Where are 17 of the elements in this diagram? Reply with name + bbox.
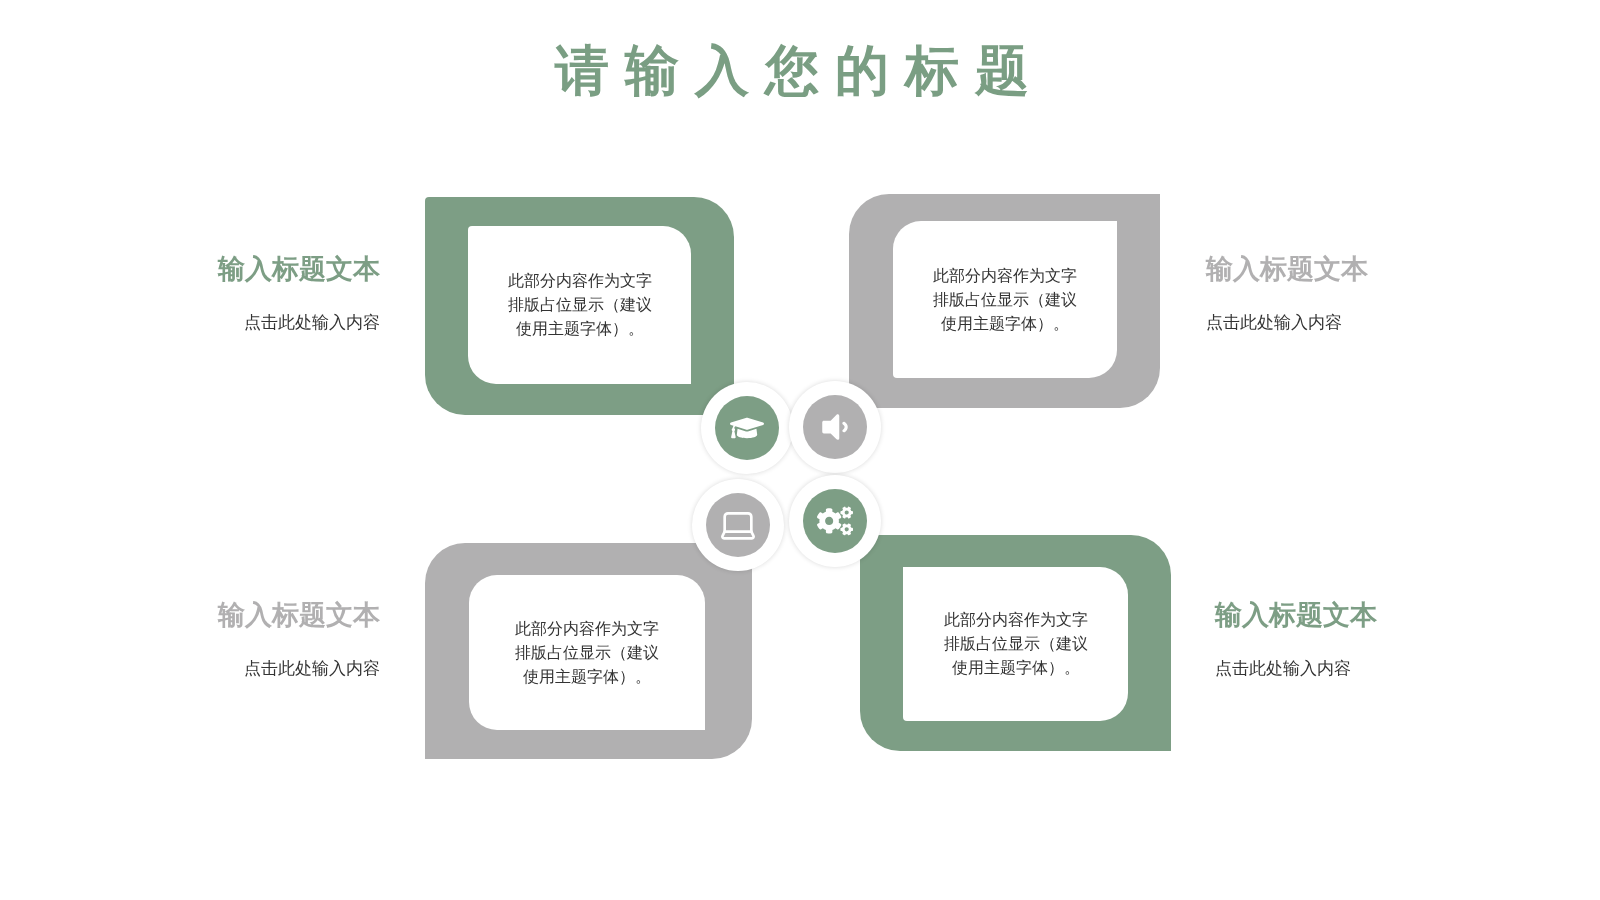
section-description: 点击此处输入内容 [1215,658,1351,680]
body-text: 此部分内容作为文字排版占位显示（建议使用主题字体）。 [506,271,653,339]
section-heading: 输入标题文本 [1206,253,1368,286]
section-description: 点击此处输入内容 [244,312,380,334]
card-frame [425,543,752,759]
section-heading: 输入标题文本 [218,599,380,632]
body-text: 此部分内容作为文字排版占位显示（建议使用主题字体）。 [942,610,1089,678]
card-frame [849,194,1160,408]
section-heading: 输入标题文本 [218,253,380,286]
section-heading: 输入标题文本 [1215,599,1377,632]
section-description: 点击此处输入内容 [244,658,380,680]
body-text: 此部分内容作为文字排版占位显示（建议使用主题字体）。 [514,618,660,687]
card-frame [425,197,734,415]
card-frame [860,535,1171,751]
title: 请输入您的标题 [553,39,1046,102]
body-text: 此部分内容作为文字排版占位显示（建议使用主题字体）。 [932,265,1078,334]
section-description: 点击此处输入内容 [1206,312,1342,334]
